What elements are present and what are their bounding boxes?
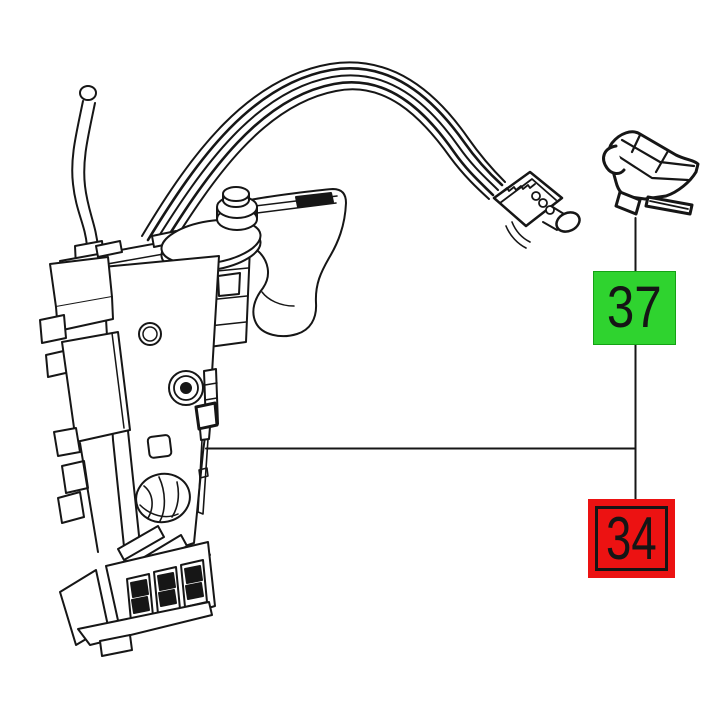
left-housing-column — [39, 256, 141, 553]
wire-lead — [71, 85, 105, 268]
switch-body-plate — [102, 255, 220, 567]
callout-box-37[interactable]: 37 — [593, 271, 676, 345]
callout-box-34-inner: 34 — [595, 506, 668, 571]
harness-connector — [492, 170, 581, 249]
actuator-cap-part — [602, 130, 700, 216]
callout-box-34[interactable]: 34 — [588, 499, 675, 578]
part-number-37: 37 — [607, 275, 662, 340]
leader-lines — [205, 217, 637, 514]
contact-pin — [194, 368, 219, 515]
part-number-34: 34 — [606, 504, 657, 572]
wire-harness — [141, 61, 506, 253]
terminal-block — [59, 525, 216, 657]
